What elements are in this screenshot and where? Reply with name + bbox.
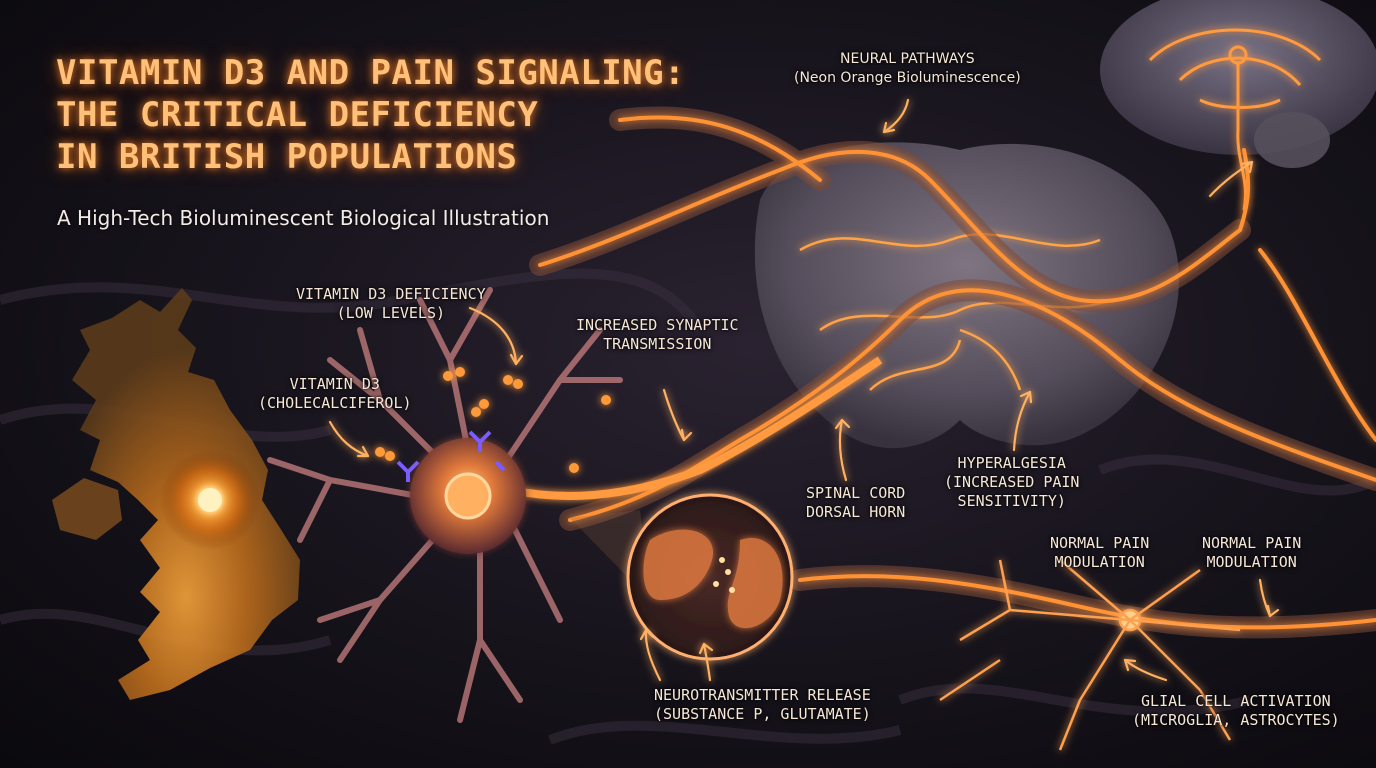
label-neurotransmitter-release: NEUROTRANSMITTER RELEASE (SUBSTANCE P, G… [654, 686, 871, 723]
page-subtitle: A High-Tech Bioluminescent Biological Il… [57, 206, 550, 230]
synapse-magnified [570, 493, 794, 661]
title-line-2: THE CRITICAL DEFICIENCY [56, 95, 539, 135]
vitamin-d3-molecules [375, 367, 611, 473]
neural-pathways [529, 106, 1376, 639]
label-hyperalgesia: HYPERALGESIA (INCREASED PAIN SENSITIVITY… [944, 454, 1080, 510]
label-normal-pain-modulation-2: NORMAL PAIN MODULATION [1202, 534, 1302, 571]
label-neural-pathways: NEURAL PATHWAYS (Neon Orange Bioluminesc… [794, 51, 1021, 86]
title-line-3: IN BRITISH POPULATIONS [56, 137, 518, 177]
glial-cells [939, 559, 1241, 751]
label-normal-pain-modulation-1: NORMAL PAIN MODULATION [1050, 534, 1150, 571]
title-line-1: VITAMIN D3 AND PAIN SIGNALING: [56, 53, 686, 93]
annotation-arrows [328, 98, 1280, 682]
neuron [267, 287, 883, 723]
label-vitamin-d3: VITAMIN D3 (CHOLECALCIFEROL) [258, 375, 412, 412]
receptor-icon [396, 430, 506, 482]
britain-map [52, 288, 300, 700]
label-synaptic-transmission: INCREASED SYNAPTIC TRANSMISSION [576, 316, 739, 353]
page-title: VITAMIN D3 AND PAIN SIGNALING: THE CRITI… [56, 52, 696, 178]
label-spinal-cord: SPINAL CORD DORSAL HORN [806, 484, 906, 521]
brain-icon [1100, 0, 1376, 211]
label-glial-cell-activation: GLIAL CELL ACTIVATION (MICROGLIA, ASTROC… [1132, 692, 1340, 729]
label-vitamin-d3-deficiency: VITAMIN D3 DEFICIENCY (LOW LEVELS) [296, 285, 486, 322]
